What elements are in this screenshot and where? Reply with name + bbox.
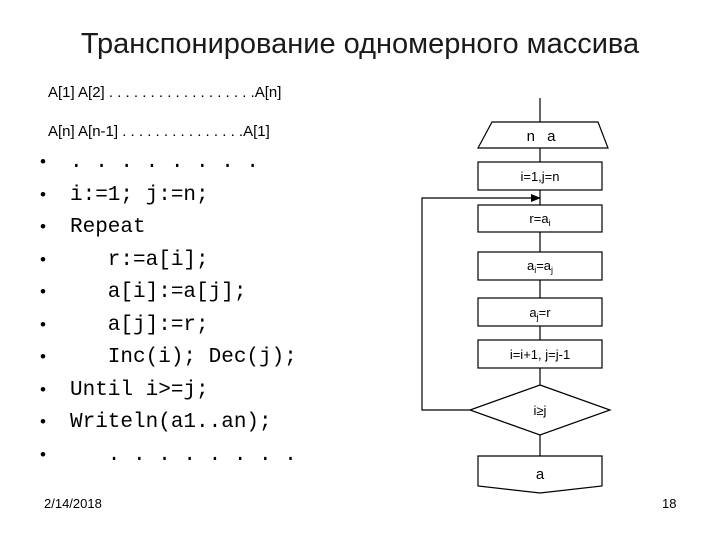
assign-r-label: r=ai (529, 211, 550, 228)
assign-ai-rhs-subscript: j (550, 265, 553, 275)
assign-aj-subscript: j (536, 312, 539, 322)
increment-label: i=i+1, j=j-1 (510, 347, 570, 362)
bullet-point: • (40, 249, 46, 269)
bullet-point: • (40, 444, 46, 464)
code-line: • a[j]:=r; (40, 309, 297, 342)
code-line-text: . . . . . . . . (70, 443, 297, 467)
code-line: • Until i>=j; (40, 374, 297, 407)
array-order-transposed: A[n] A[n-1] . . . . . . . . . . . . . . … (48, 123, 270, 140)
bullet-point: • (40, 412, 46, 431)
init-label: i=1,j=n (520, 169, 559, 184)
assign-ai-label: ai=aj (527, 258, 553, 275)
input-block (476, 121, 609, 149)
bullet-point: • (40, 184, 46, 204)
code-line-text: Until i>=j; (70, 378, 209, 402)
assign-ai-block (477, 251, 603, 281)
condition-diamond (468, 384, 612, 436)
page-number: 18 (662, 496, 677, 511)
assign-r-main: r=a (529, 211, 549, 226)
input-label: n a (527, 128, 560, 145)
assign-aj-rhs: =r (539, 305, 552, 320)
output-label: a (536, 466, 545, 483)
bullet-point: • (40, 314, 46, 334)
code-listing: • . . . . . . . . • i:=1; j:=n; • Repeat • … (40, 146, 297, 471)
slide-date: 2/14/2018 (44, 496, 102, 511)
increment-block (477, 339, 603, 369)
code-line-text: Inc(i); Dec(j); (70, 346, 297, 369)
code-line: • Inc(i); Dec(j); (40, 341, 297, 374)
code-line: • r:=a[i]; (40, 244, 297, 277)
assign-aj-label: aj=r (529, 305, 551, 322)
bullet-point: • (40, 379, 46, 399)
bullet-point: • (40, 282, 46, 301)
code-line: • . . . . . . . . (40, 439, 297, 472)
condition-label: i≥j (534, 403, 547, 418)
code-line: • i:=1; j:=n; (40, 179, 297, 212)
assign-aj-main: a (529, 305, 537, 320)
bullet-point: • (40, 347, 46, 366)
code-line-text: r:=a[i]; (70, 248, 209, 272)
code-line: • . . . . . . . . (40, 146, 297, 179)
code-line: • Writeln(a1..an); (40, 406, 297, 439)
loop-back-arrow (421, 194, 541, 411)
code-line-text: Writeln(a1..an); (70, 411, 272, 434)
bullet-point: • (40, 217, 46, 236)
assign-r-subscript: i (549, 218, 551, 228)
assign-aj-block (477, 297, 603, 327)
array-order-original: A[1] A[2] . . . . . . . . . . . . . . . … (48, 84, 282, 101)
bullet-point: • (40, 152, 46, 171)
code-line: • Repeat (40, 211, 297, 244)
slide-title: Транспонирование одномерного массива (80, 28, 640, 60)
code-line-text: . . . . . . . . (70, 151, 260, 174)
code-line-text: i:=1; j:=n; (70, 183, 209, 207)
output-block (477, 455, 603, 494)
code-line-text: a[j]:=r; (70, 313, 209, 337)
init-block (477, 161, 603, 191)
assign-ai-equals: =a (536, 258, 552, 273)
assign-ai-main: a (527, 258, 535, 273)
code-line-text: a[i]:=a[j]; (70, 281, 247, 304)
assign-r-block (477, 204, 603, 233)
code-line: • a[i]:=a[j]; (40, 276, 297, 309)
assign-ai-subscript: i (534, 265, 536, 275)
code-line-text: Repeat (70, 216, 146, 239)
